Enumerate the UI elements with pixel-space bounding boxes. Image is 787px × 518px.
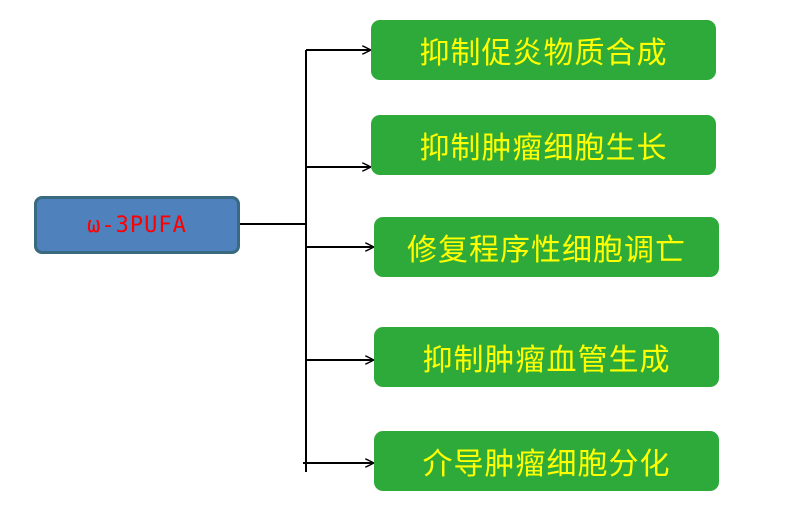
target-node-anti-inflammatory: 抑制促炎物质合成 — [371, 20, 716, 80]
target-node-label: 介导肿瘤细胞分化 — [422, 447, 671, 482]
source-node-label: ω-3PUFA — [87, 212, 187, 238]
source-node: ω-3PUFA — [34, 196, 240, 254]
target-node-angiogenesis: 抑制肿瘤血管生成 — [374, 327, 719, 387]
target-node-label: 抑制肿瘤血管生成 — [422, 343, 671, 378]
target-node-label: 抑制肿瘤细胞生长 — [419, 131, 668, 166]
target-node-differentiation: 介导肿瘤细胞分化 — [374, 431, 719, 491]
target-node-label: 抑制促炎物质合成 — [419, 36, 668, 71]
target-node-label: 修复程序性细胞调亡 — [407, 233, 686, 268]
target-node-tumor-growth: 抑制肿瘤细胞生长 — [371, 115, 716, 175]
target-node-apoptosis: 修复程序性细胞调亡 — [374, 217, 719, 277]
